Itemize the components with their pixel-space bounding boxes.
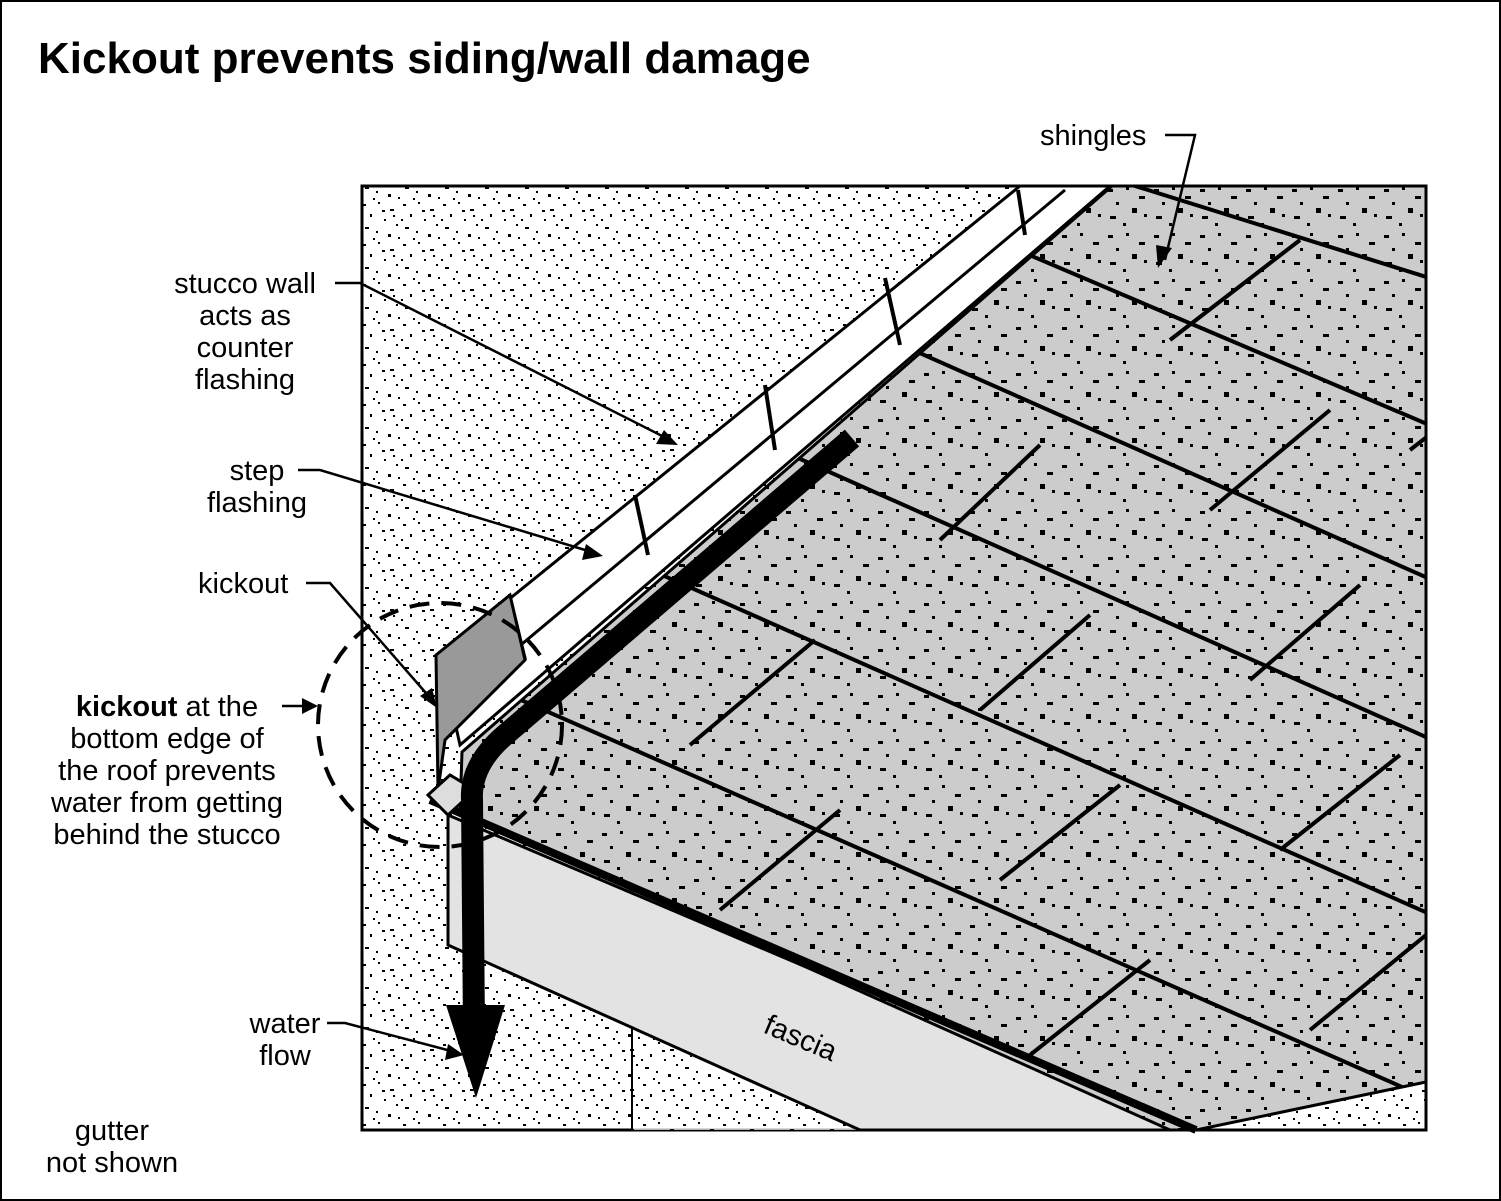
svg-text:flashing: flashing <box>207 487 307 519</box>
svg-text:counter: counter <box>197 332 294 364</box>
label-water-flow: water flow <box>249 1008 321 1072</box>
svg-text:behind the stucco: behind the stucco <box>53 819 280 851</box>
svg-text:water from getting: water from getting <box>50 787 283 819</box>
svg-text:water: water <box>249 1008 321 1040</box>
label-step-flashing: step flashing <box>207 455 307 519</box>
svg-text:flow: flow <box>259 1040 312 1072</box>
label-stucco-wall: stucco wall acts as counter flashing <box>174 268 316 396</box>
leader-lines <box>282 133 1197 1054</box>
svg-text:the roof prevents: the roof prevents <box>58 755 276 787</box>
svg-text:kickout at the: kickout at the <box>76 691 258 723</box>
label-shingles: shingles <box>1040 120 1146 152</box>
svg-text:acts as: acts as <box>199 300 291 332</box>
svg-text:step: step <box>230 455 285 487</box>
svg-text:gutter: gutter <box>75 1115 149 1147</box>
kickout-flashing <box>434 592 527 791</box>
svg-text:flashing: flashing <box>195 364 295 396</box>
svg-text:bottom edge of: bottom edge of <box>70 723 264 755</box>
label-gutter-not-shown: gutter not shown <box>46 1115 178 1179</box>
kickout-highlight-circle <box>316 601 564 849</box>
diagram-title: Kickout prevents siding/wall damage <box>38 34 811 83</box>
svg-text:stucco wall: stucco wall <box>174 268 316 300</box>
svg-text:not shown: not shown <box>46 1147 178 1179</box>
label-kickout: kickout <box>198 568 288 600</box>
label-kickout-note: kickout at the bottom edge of the roof p… <box>50 691 283 851</box>
water-flow-path <box>460 429 860 1031</box>
leader-arrowheads <box>302 245 1172 1060</box>
water-flow-arrowhead <box>446 1005 505 1098</box>
